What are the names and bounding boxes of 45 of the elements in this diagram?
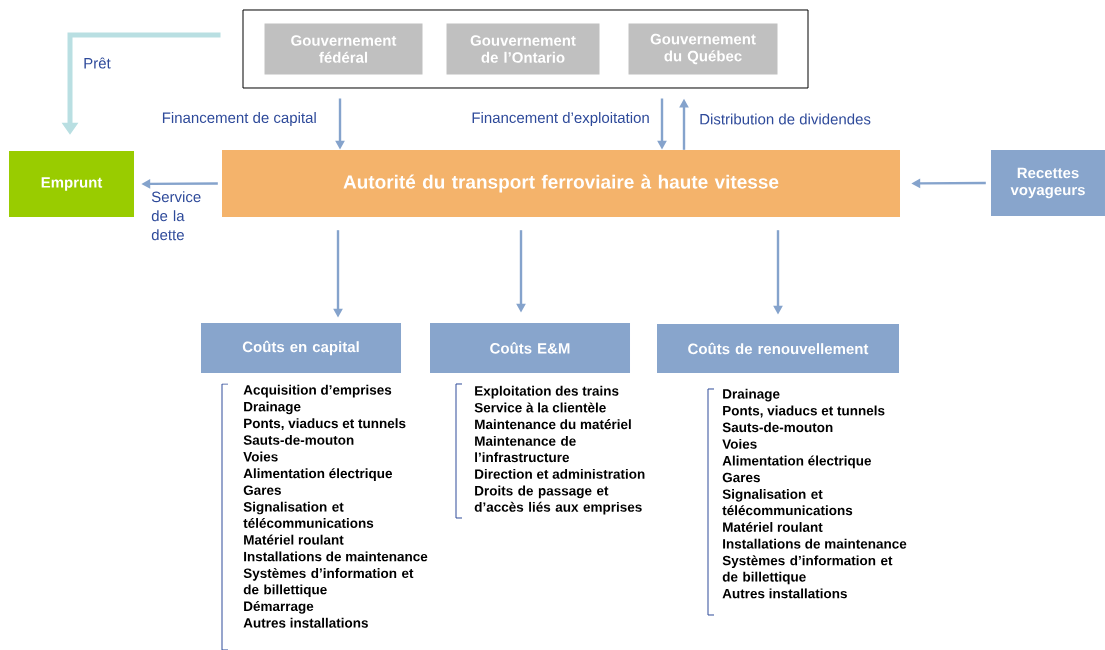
cost-item: Installations de maintenance <box>723 538 907 549</box>
cost-box: Coûts E&M <box>430 323 630 373</box>
cost-item: Gares <box>722 472 760 483</box>
cost-item: Installations de maintenance <box>244 551 428 562</box>
government-box: Gouvernement de l’Ontario <box>446 23 600 75</box>
cost-item: Systèmes d’information et de billettique <box>243 568 414 597</box>
cost-item: Droits de passage et d’accès liés aux emprises <box>474 485 642 515</box>
edge-label: Prêt <box>84 57 111 69</box>
cost-item: Ponts, viaducs et tunnels <box>723 405 885 418</box>
authority-box: Autorité du transport ferroviaire à haute vitesse <box>222 150 900 217</box>
cost-item: Voies <box>722 438 757 449</box>
cost-box: Coûts de renouvellement <box>657 324 899 373</box>
cost-item: Ponts, viaducs et tunnels <box>244 418 406 431</box>
cost-item: Maintenance du matériel <box>475 419 631 430</box>
cost-item: Drainage <box>723 388 780 402</box>
cost-item: Acquisition d’emprises <box>243 384 392 398</box>
revenue-box: Recettes voyageurs <box>991 150 1105 216</box>
borrowing-box: Emprunt <box>9 151 134 217</box>
government-box: Gouvernement du Québec <box>628 23 778 75</box>
cost-item: Alimentation électrique <box>722 455 871 469</box>
edge-label: Financement d’exploitation <box>472 112 649 126</box>
cost-item: Autres installations <box>243 617 368 628</box>
edge-label: Distribution de dividendes <box>700 113 871 125</box>
cost-item: Alimentation électrique <box>243 468 392 481</box>
cost-item: Direction et administration <box>475 468 645 479</box>
cost-item: Service à la clientèle <box>474 402 606 413</box>
cost-item: Signalisation et télécommunications <box>243 501 374 528</box>
government-frame <box>242 9 809 89</box>
cost-item: Matériel roulant <box>723 521 823 532</box>
cost-item: Signalisation et télécommunications <box>722 489 853 516</box>
cost-item: Sauts-de-mouton <box>722 422 833 433</box>
edge-label: Financement de capital <box>162 112 316 126</box>
edge-label: Service de la dette <box>151 191 201 241</box>
cost-item: Exploitation des trains <box>475 385 619 399</box>
government-box: Gouvernement fédéral <box>264 23 423 75</box>
cost-item: Matériel roulant <box>244 534 344 545</box>
cost-box: Coûts en capital <box>201 323 401 373</box>
cost-item: Autres installations <box>722 588 847 599</box>
cost-item: Drainage <box>244 401 301 415</box>
cost-item: Maintenance de l’infrastructure <box>475 435 576 463</box>
cost-item: Voies <box>243 451 278 462</box>
cost-item: Démarrage <box>244 601 314 614</box>
cost-item: Systèmes d’information et de billettique <box>722 555 893 585</box>
cost-item: Gares <box>243 485 281 495</box>
cost-item: Sauts-de-mouton <box>243 434 354 445</box>
